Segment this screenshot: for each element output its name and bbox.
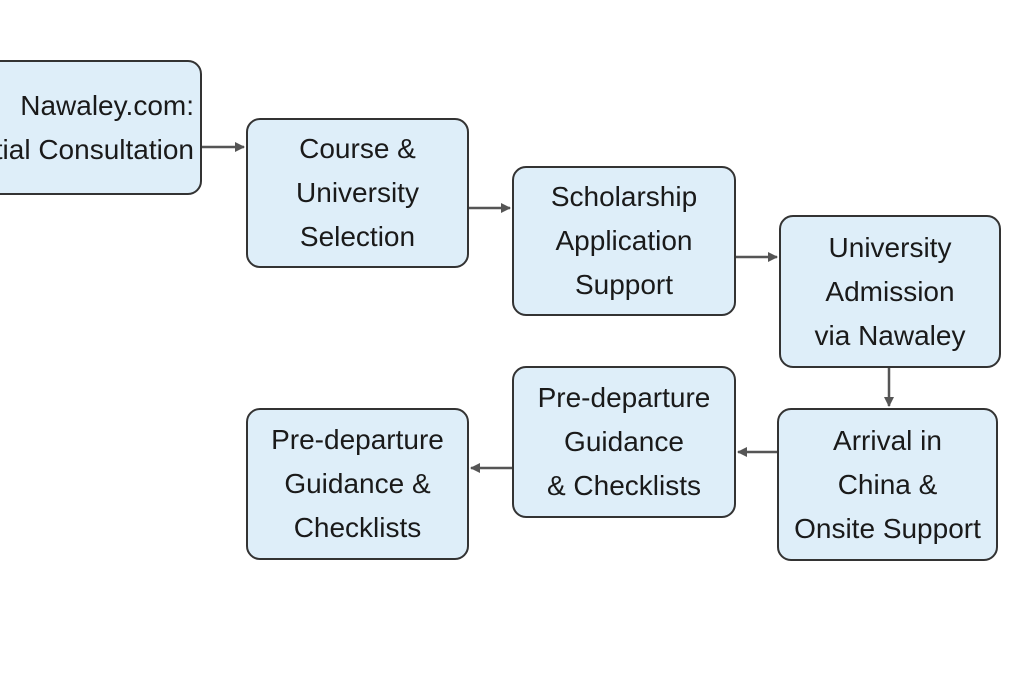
node-university-admission: University Admission via Nawaley [779,215,1001,368]
node-label: Scholarship Application Support [550,181,698,300]
node-course-university-selection: Course & University Selection [246,118,469,268]
node-predeparture-guidance: Pre-departure Guidance & Checklists [512,366,736,518]
node-predeparture-checklists: Pre-departure Guidance & Checklists [246,408,469,560]
node-initial-consultation: Nawaley.com: itial Consultation [0,60,202,195]
node-label: Nawaley.com: itial Consultation [0,89,194,165]
node-label: Pre-departure Guidance & Checklists [271,424,444,543]
node-label: Arrival in China & Onsite Support [794,424,981,544]
node-label: Course & University Selection [296,133,419,252]
node-label: University Admission via Nawaley [814,231,966,351]
node-scholarship-application-support: Scholarship Application Support [512,166,736,316]
node-arrival-onsite-support: Arrival in China & Onsite Support [777,408,998,561]
node-label: Pre-departure Guidance & Checklists [537,382,711,501]
